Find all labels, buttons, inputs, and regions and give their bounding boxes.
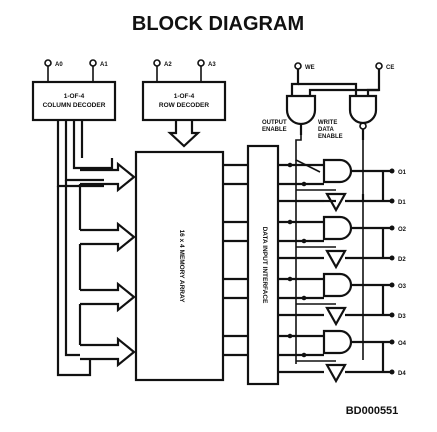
junction-dots bbox=[287, 162, 307, 358]
row-address-input-a2: A2 bbox=[164, 62, 172, 68]
control-input-ce: CE bbox=[386, 65, 394, 71]
row-decoder: A2 A3 1-OF-4 ROW DECODER bbox=[141, 59, 227, 122]
column-decoder-label-line1: 1-OF-4 bbox=[64, 93, 85, 100]
memory-array bbox=[134, 150, 225, 382]
output-pin-o2: O2 bbox=[398, 227, 407, 233]
row-decoder-bus-arrow bbox=[167, 120, 201, 148]
column-select-arrows bbox=[56, 161, 136, 377]
input-pin-d2: D2 bbox=[398, 257, 406, 263]
diagram-title: BLOCK DIAGRAM bbox=[132, 13, 304, 35]
output-pin-o4: O4 bbox=[398, 341, 407, 347]
write-enable-gate bbox=[348, 94, 378, 125]
input-pin-d1: D1 bbox=[398, 200, 406, 206]
output-enable-gate bbox=[285, 94, 317, 126]
write-data-enable-label-line3: ENABLE bbox=[318, 134, 343, 140]
row-decoder-label-line2: ROW DECODER bbox=[159, 102, 210, 109]
memory-array-label: 16 x 4 MEMORY ARRAY bbox=[178, 230, 185, 304]
control-input-we: WE bbox=[305, 65, 315, 71]
column-decoder-label-line2: COLUMN DECODER bbox=[43, 102, 106, 109]
array-interface-lines bbox=[223, 163, 248, 357]
output-enable-label-line1: OUTPUT bbox=[262, 120, 287, 126]
interface-output-lines bbox=[278, 163, 324, 374]
row-decoder-label-line1: 1-OF-4 bbox=[174, 93, 195, 100]
input-pin-d3: D3 bbox=[398, 314, 406, 320]
row-address-input-a3: A3 bbox=[208, 62, 216, 68]
output-pin-o3: O3 bbox=[398, 284, 407, 290]
write-data-enable-label-line2: DATA bbox=[318, 127, 334, 133]
memory-interface-label: DATA INPUT INTERFACE bbox=[261, 227, 268, 304]
write-data-enable-label-line1: WRITE bbox=[318, 120, 337, 126]
io-section bbox=[295, 158, 395, 384]
drawing-code: BD000551 bbox=[346, 405, 399, 417]
column-decoder: A0 A1 1-OF-4 COLUMN DECODER bbox=[31, 59, 117, 122]
memory-interface bbox=[246, 144, 280, 386]
output-enable-label-line2: ENABLE bbox=[262, 127, 287, 133]
column-decoder-bus bbox=[56, 120, 114, 188]
column-address-input-a0: A0 bbox=[55, 62, 63, 68]
output-pin-o1: O1 bbox=[398, 170, 407, 176]
input-pin-d4: D4 bbox=[398, 371, 406, 377]
column-address-input-a1: A1 bbox=[100, 62, 108, 68]
control-inputs: WE CE bbox=[285, 62, 394, 140]
